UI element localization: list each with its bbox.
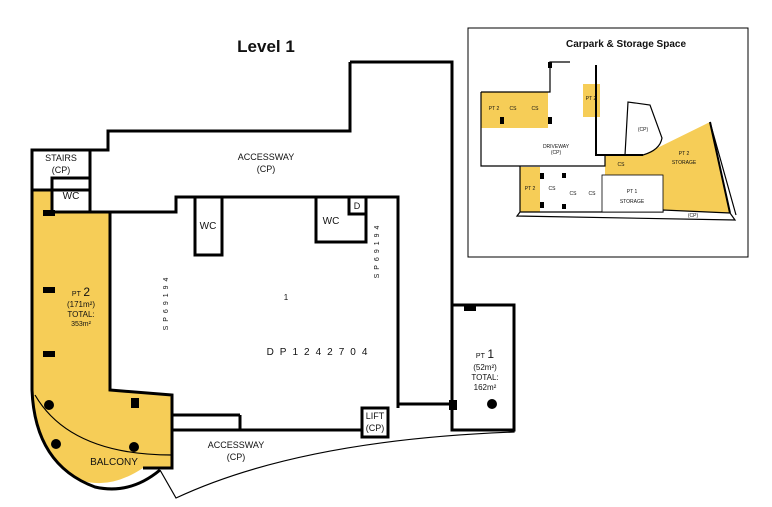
inset-cs-bay — [605, 155, 645, 175]
inset-pt2-label-3: PT 2 — [525, 186, 536, 192]
wc-left-room — [50, 176, 92, 214]
pt2-total-value: 353m² — [71, 321, 92, 328]
inset-driveway-cp: (CP) — [551, 150, 562, 156]
inset-pt2-storage-label: STORAGE — [672, 160, 697, 166]
inset-cp-label: (CP) — [638, 127, 649, 133]
inset-pt2-storage — [643, 122, 730, 213]
inset-pt2-storage-title: PT 2 — [679, 151, 690, 157]
accessway-top-label: ACCESSWAY — [238, 152, 295, 162]
inner-bottom-wall — [238, 415, 362, 432]
inner-block-wall — [90, 195, 400, 470]
pt2-area — [32, 190, 172, 484]
strata-reference-right: SP69194 — [374, 222, 381, 279]
pt2-label: PT 2 — [72, 285, 90, 299]
pt1-total-label: TOTAL: — [471, 373, 498, 382]
lot-mark: 1 — [284, 293, 289, 302]
inset-cs-3: CS — [549, 186, 557, 192]
lift-label: LIFT — [366, 411, 385, 421]
inset-cs-1: CS — [510, 106, 518, 112]
inset-pt1-storage — [601, 174, 664, 213]
inset-pt1-label: PT 1 — [627, 189, 638, 195]
pt2-total-label: TOTAL: — [67, 310, 94, 319]
balcony-line — [34, 394, 173, 456]
accessway-bottom-label: ACCESSWAY — [208, 440, 265, 450]
inset-cp-bottom: (CP) — [688, 213, 699, 219]
inset-title: Carpark & Storage Space — [566, 39, 686, 50]
inset-cs-6: CS — [618, 162, 626, 168]
stairs-room — [30, 148, 92, 192]
lift-cp: (CP) — [366, 423, 385, 433]
inset-cs-4: CS — [570, 191, 578, 197]
inset-pt1-storage-label: STORAGE — [620, 199, 645, 205]
wc-inner-left-label: WC — [200, 221, 217, 232]
level-title: Level 1 — [237, 37, 295, 56]
pt1-total-value: 162m² — [474, 383, 497, 392]
stairs-cp: (CP) — [52, 165, 71, 175]
door-label: D — [354, 201, 361, 211]
inset-cs-2: CS — [532, 106, 540, 112]
pt1-room — [450, 303, 516, 432]
door-box — [347, 195, 368, 216]
wc-inner-right-room — [314, 195, 368, 244]
strata-reference-left: SP69194 — [163, 274, 170, 331]
wc-inner-right-label: WC — [323, 216, 340, 227]
inset-pt2-label-1: PT 2 — [489, 106, 500, 112]
plan-reference: DP1242704 — [267, 347, 374, 358]
wc-left-label: WC — [63, 191, 80, 202]
inset-bold-walls — [595, 65, 731, 214]
inset-cs-5: CS — [589, 191, 597, 197]
stairs-label: STAIRS — [45, 153, 77, 163]
inset-pt2-label-2: PT 2 — [586, 96, 597, 102]
columns — [43, 210, 497, 452]
inset-pt2-bays-top — [481, 92, 548, 128]
inset-pt2-bay-bottom — [520, 167, 540, 212]
pt1-label: PT 1 — [476, 347, 494, 361]
pt2-area-value: (171m²) — [67, 300, 95, 309]
inset-columns — [500, 62, 566, 209]
accessway-bottom-cp: (CP) — [227, 452, 246, 462]
wc-inner-left-room — [193, 195, 224, 257]
carpark-inset: Carpark & Storage Space DRIVEWAY (CP) (C… — [467, 27, 749, 258]
inset-driveway-label: DRIVEWAY — [543, 144, 570, 150]
lift-room — [360, 406, 390, 439]
accessway-top-cp: (CP) — [257, 164, 276, 174]
balcony-label: BALCONY — [90, 457, 138, 468]
accessway-bottom-edge — [159, 428, 515, 499]
pt1-area-value: (52m²) — [473, 363, 497, 372]
